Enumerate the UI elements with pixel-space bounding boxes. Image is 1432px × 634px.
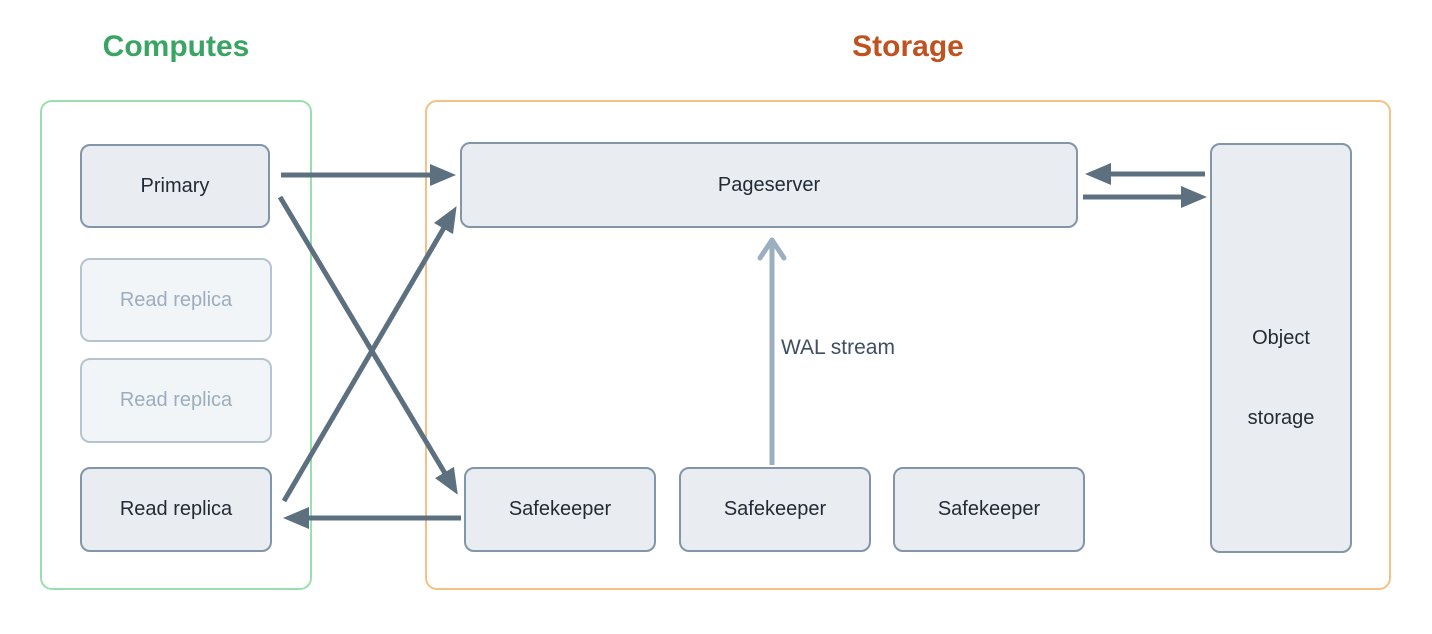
node-safekeeper-1: Safekeeper	[464, 467, 656, 552]
node-read-replica-3: Read replica	[80, 467, 272, 552]
node-read-replica-2-label: Read replica	[119, 389, 233, 411]
node-safekeeper-2-label: Safekeeper	[723, 498, 827, 520]
node-primary-label: Primary	[140, 174, 210, 197]
node-pageserver-label: Pageserver	[717, 173, 821, 196]
node-read-replica-2: Read replica	[80, 358, 272, 443]
node-read-replica-1: Read replica	[80, 258, 272, 342]
node-safekeeper-1-label: Safekeeper	[508, 498, 612, 520]
node-object-storage: Object storage	[1210, 143, 1352, 553]
node-safekeeper-3: Safekeeper	[893, 467, 1085, 552]
node-primary: Primary	[80, 144, 270, 228]
node-read-replica-3-label: Read replica	[119, 498, 233, 520]
node-object-storage-label: Object storage	[1247, 327, 1315, 429]
computes-group-title: Computes	[102, 30, 250, 63]
node-pageserver: Pageserver	[460, 142, 1078, 228]
node-read-replica-1-label: Read replica	[119, 288, 233, 311]
wal-stream-label: WAL stream	[781, 336, 895, 359]
node-safekeeper-2: Safekeeper	[679, 467, 871, 552]
node-safekeeper-3-label: Safekeeper	[937, 498, 1041, 520]
storage-group-title: Storage	[852, 30, 964, 63]
